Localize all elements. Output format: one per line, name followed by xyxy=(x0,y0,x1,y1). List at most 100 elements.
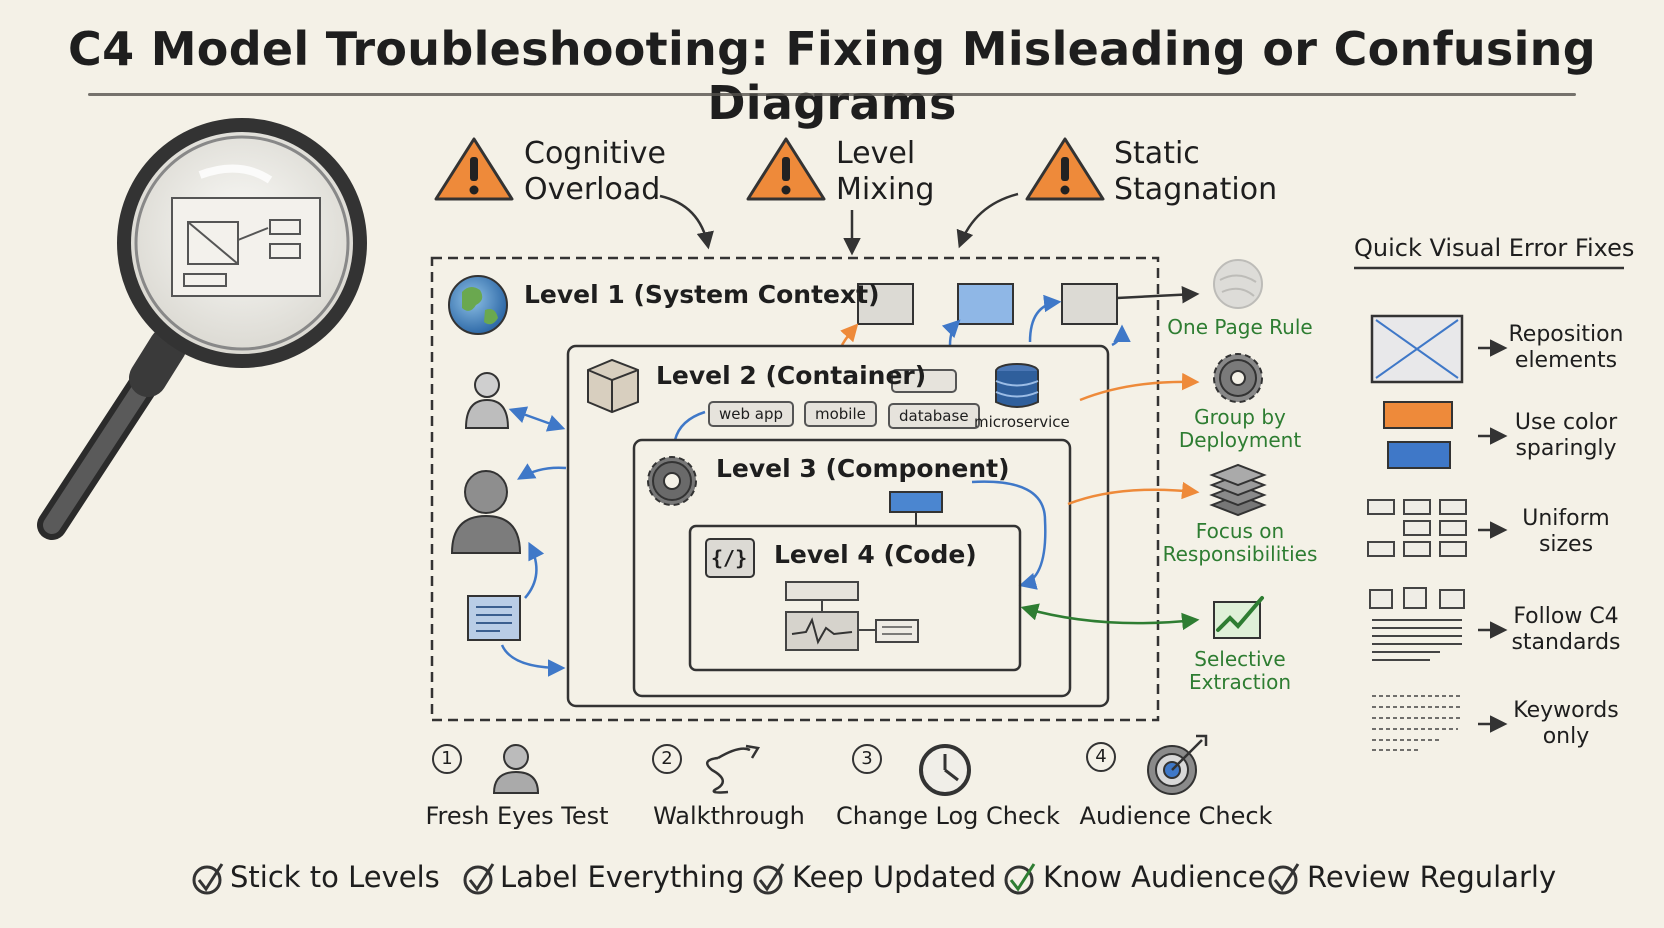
arrow xyxy=(500,644,566,677)
checklist-item: Stick to Levels xyxy=(230,860,440,894)
fix-line: Reposition xyxy=(1508,322,1624,347)
arrow xyxy=(1111,324,1131,347)
box-package-icon xyxy=(587,358,639,414)
fix-line: Keywords xyxy=(1513,698,1619,723)
document-icon xyxy=(467,595,521,641)
database-icon xyxy=(995,363,1039,408)
step-label-walkthrough: Walkthrough xyxy=(653,802,805,830)
step-label-audience: Audience Check xyxy=(1079,802,1273,830)
arrow xyxy=(1020,603,1200,631)
step-number: 2 xyxy=(652,744,682,774)
guidance-group-by-deployment: Group by Deployment xyxy=(1160,406,1320,452)
warning-line: Static xyxy=(1114,136,1200,171)
crossed-box-icon xyxy=(1370,314,1464,384)
guidance-focus-on-responsibilities: Focus on Responsibilities xyxy=(1150,520,1330,566)
check-icon xyxy=(463,863,495,895)
checklist-item: Know Audience xyxy=(1043,860,1266,894)
code-block xyxy=(875,619,919,643)
container-chip xyxy=(891,369,957,393)
check-icon xyxy=(192,863,224,895)
guidance-line: Extraction xyxy=(1188,670,1292,694)
step-label-fresh-eyes: Fresh Eyes Test xyxy=(425,802,609,830)
warning-triangle-icon xyxy=(434,137,514,201)
arrow xyxy=(941,319,961,346)
checklist-item: Review Regularly xyxy=(1307,860,1557,894)
fix-line: Follow C4 xyxy=(1513,604,1619,629)
step-number: 3 xyxy=(852,744,882,774)
clock-icon xyxy=(919,744,971,796)
component-box xyxy=(889,491,943,513)
check-icon xyxy=(1268,863,1300,895)
fix-keywords-only: Keywords only xyxy=(1500,698,1632,750)
fix-follow-c4: Follow C4 standards xyxy=(1500,604,1632,656)
warning-line: Stagnation xyxy=(1114,172,1278,207)
level3-boundary xyxy=(632,438,1072,698)
warning-label: Static Stagnation xyxy=(1114,136,1277,208)
trend-chart-icon xyxy=(1213,596,1264,639)
warning-line: Level xyxy=(836,136,916,171)
guidance-line: Selective xyxy=(1194,647,1286,671)
guidance-line: One Page Rule xyxy=(1167,315,1313,339)
fix-line: sparingly xyxy=(1515,436,1617,461)
guidance-line: Deployment xyxy=(1178,428,1302,452)
guidance-one-page-rule: One Page Rule xyxy=(1160,316,1320,339)
connector xyxy=(673,410,706,441)
level2-label: Level 2 (Container) xyxy=(656,361,927,390)
arrow xyxy=(524,541,545,599)
blue-swatch xyxy=(1387,441,1451,469)
warning-label: Cognitive Overload xyxy=(524,136,666,208)
warning-line: Cognitive xyxy=(524,136,667,171)
warning-label: Level Mixing xyxy=(836,136,934,208)
code-block xyxy=(785,581,859,601)
context-box xyxy=(857,283,914,325)
code-block xyxy=(785,611,859,651)
globe-icon xyxy=(448,275,508,335)
checklist-item: Keep Updated xyxy=(792,860,997,894)
fix-line: elements xyxy=(1514,348,1618,373)
checklist-item: Label Everything xyxy=(500,860,745,894)
fix-use-color: Use color sparingly xyxy=(1500,410,1632,462)
step-number: 1 xyxy=(432,744,462,774)
level2-boundary xyxy=(566,344,1110,708)
fix-line: standards xyxy=(1511,630,1621,655)
level3-label: Level 3 (Component) xyxy=(716,454,1010,483)
arrow xyxy=(1067,481,1200,506)
standards-doc-icon xyxy=(1369,587,1465,661)
chip-database: database xyxy=(888,403,980,429)
warning-line: Overload xyxy=(524,172,661,207)
arrow xyxy=(516,463,567,480)
blurred-circle-icon xyxy=(1213,259,1263,309)
code-badge-box xyxy=(705,538,755,578)
gear-icon xyxy=(647,456,697,506)
level1-label: Level 1 (System Context) xyxy=(524,280,880,309)
check-icon xyxy=(1004,863,1036,895)
check-icon xyxy=(753,863,785,895)
arrow xyxy=(1116,285,1200,304)
stacked-layers-icon xyxy=(1209,463,1267,517)
chip-mobile: mobile xyxy=(804,401,877,427)
code-badge: {/} xyxy=(711,546,748,570)
magnifier-icon xyxy=(37,118,367,540)
orange-swatch xyxy=(1383,401,1453,429)
step-number: 4 xyxy=(1086,742,1116,772)
fix-line: Use color xyxy=(1514,410,1618,435)
target-icon xyxy=(1147,734,1208,795)
level1-boundary xyxy=(430,256,1160,722)
arrow xyxy=(1028,294,1062,343)
chip-web-app: web app xyxy=(708,401,795,427)
context-box xyxy=(957,283,1014,325)
fix-line: sizes xyxy=(1538,532,1594,557)
arrow xyxy=(971,480,1047,590)
microservice-label: microservice xyxy=(974,413,1070,431)
guidance-selective-extraction: Selective Extraction xyxy=(1160,648,1320,694)
guidance-line: Focus on xyxy=(1195,519,1285,543)
warning-triangle-icon xyxy=(1025,137,1105,201)
arrow xyxy=(1079,372,1200,402)
uniform-grid-icon xyxy=(1367,499,1467,557)
person-icon xyxy=(464,372,510,429)
title-underline xyxy=(88,93,1576,96)
guidance-line: Group by xyxy=(1194,405,1286,429)
fix-reposition: Reposition elements xyxy=(1500,322,1632,374)
guidance-line: Responsibilities xyxy=(1162,542,1318,566)
